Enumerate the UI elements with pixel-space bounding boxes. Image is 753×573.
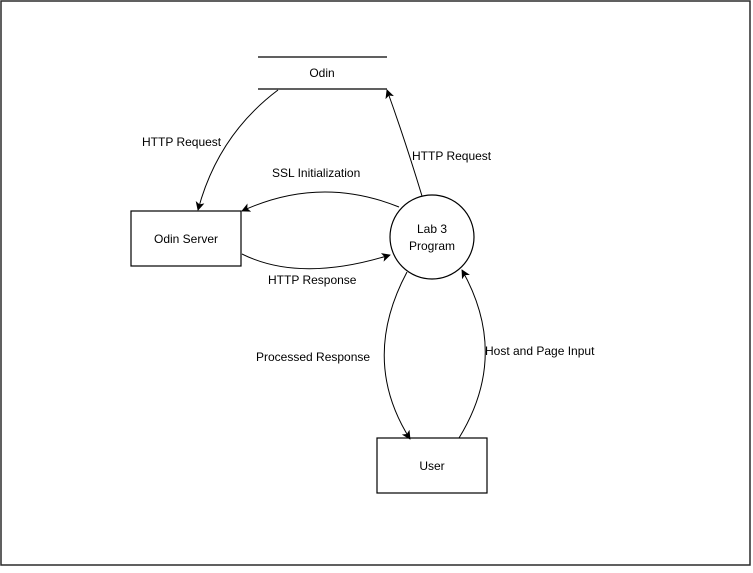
flow-odin-to-server[interactable]: HTTP Request bbox=[142, 89, 279, 211]
flow-host-and-page-input[interactable]: Host and Page Input bbox=[458, 269, 595, 439]
flow-ssl-initialization[interactable]: SSL Initialization bbox=[241, 166, 400, 212]
flow-odin-to-server-label: HTTP Request bbox=[142, 135, 222, 149]
datastore-label: Odin bbox=[309, 66, 334, 80]
lab3-label-line1: Lab 3 bbox=[417, 222, 447, 236]
flow-http-response-label: HTTP Response bbox=[268, 273, 357, 287]
datastore-odin[interactable]: Odin bbox=[258, 56, 387, 90]
flow-lab3-to-odin-label: HTTP Request bbox=[412, 149, 492, 163]
entity-odin-server[interactable]: Odin Server bbox=[130, 210, 242, 267]
lab3-label-line2: Program bbox=[409, 239, 455, 253]
flow-processed-response-label: Processed Response bbox=[256, 350, 370, 364]
flow-http-response-arrow bbox=[241, 253, 391, 270]
flow-ssl-initialization-label: SSL Initialization bbox=[272, 166, 360, 180]
flow-processed-response[interactable]: Processed Response bbox=[256, 271, 411, 440]
odin-server-box bbox=[130, 210, 242, 267]
flow-host-and-page-input-label: Host and Page Input bbox=[485, 344, 595, 358]
flow-ssl-initialization-arrow bbox=[241, 191, 400, 212]
flow-odin-to-server-arrow bbox=[195, 89, 279, 211]
odin-server-label: Odin Server bbox=[154, 232, 218, 246]
user-label: User bbox=[419, 459, 444, 473]
flow-processed-response-arrow bbox=[383, 271, 411, 440]
user-box bbox=[376, 437, 488, 494]
flow-lab3-to-odin-arrow bbox=[385, 89, 423, 197]
flow-http-response[interactable]: HTTP Response bbox=[241, 253, 391, 287]
flow-host-and-page-input-arrow bbox=[458, 269, 486, 439]
entity-user[interactable]: User bbox=[376, 437, 488, 494]
lab3-circle bbox=[389, 194, 475, 280]
flow-lab3-to-odin[interactable]: HTTP Request bbox=[385, 89, 492, 197]
process-lab3-program[interactable]: Lab 3 Program bbox=[389, 194, 475, 280]
